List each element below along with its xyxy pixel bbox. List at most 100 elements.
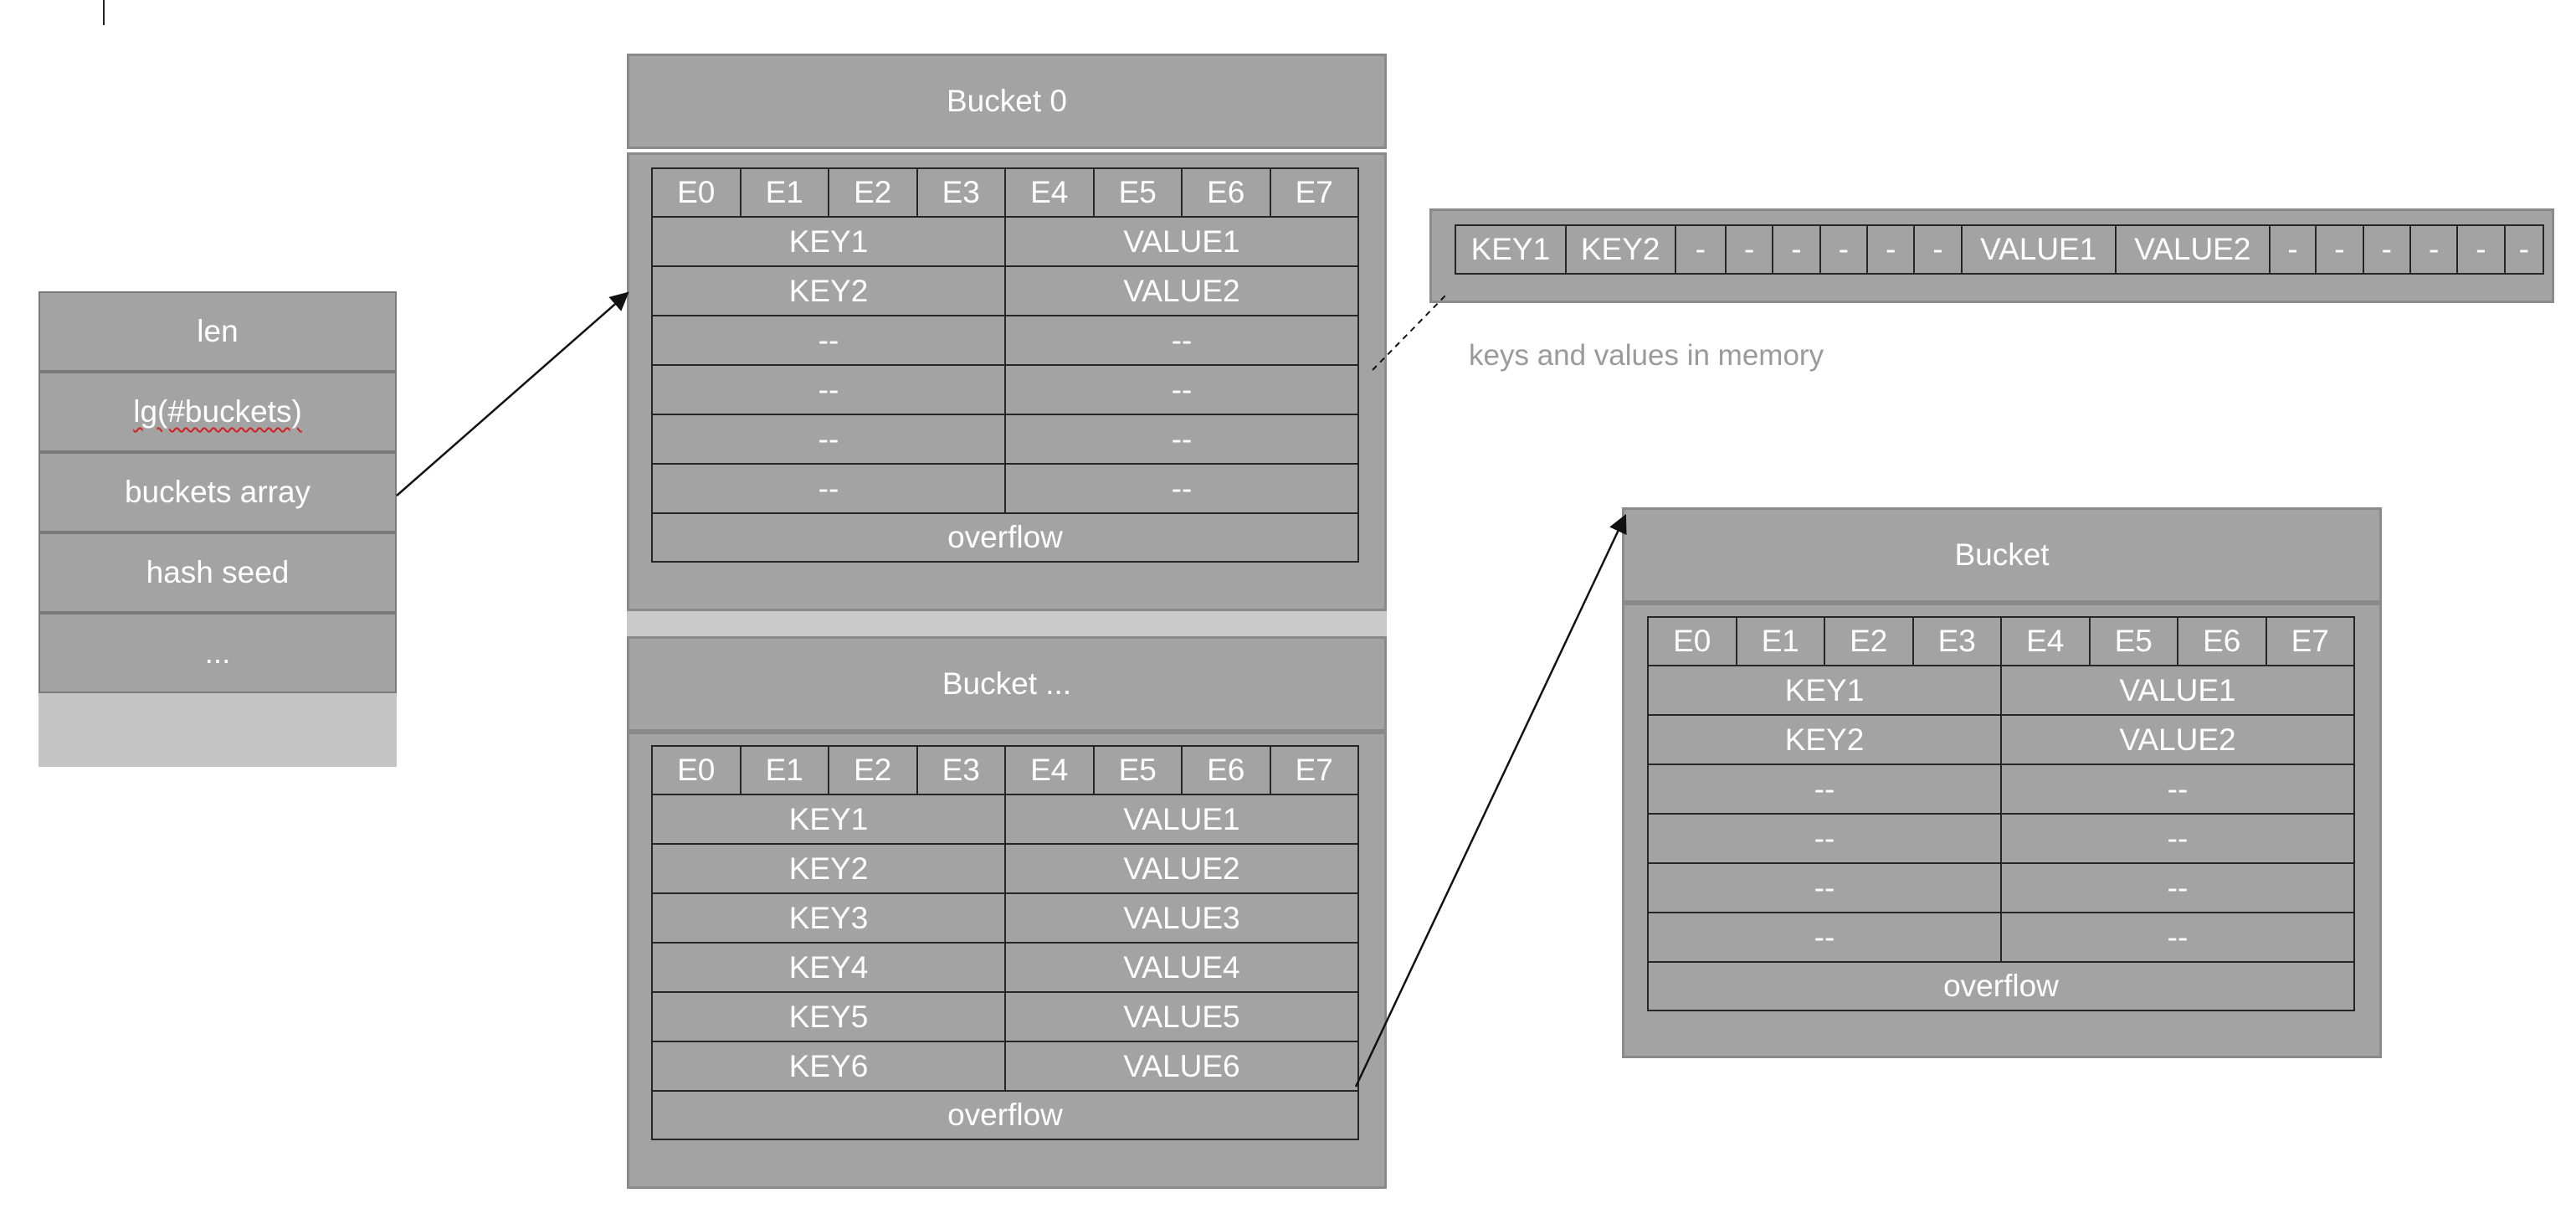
key-value-row: ---- <box>1647 912 2355 963</box>
hmap-field-lg-buckets-label: lg(#buckets) <box>133 394 302 429</box>
text-cursor <box>103 0 105 25</box>
value-cell: VALUE3 <box>1004 892 1359 944</box>
key-cell: KEY6 <box>651 1041 1006 1092</box>
key-cell: -- <box>651 414 1006 465</box>
slot-header-cell: E7 <box>2265 616 2355 666</box>
bucket-gap-strip <box>627 611 1387 636</box>
key-cell: -- <box>651 315 1006 366</box>
key-cell: -- <box>651 364 1006 415</box>
memory-cell: - <box>2315 224 2364 275</box>
slot-header-cell: E3 <box>916 167 1006 218</box>
bucket0-title: Bucket 0 <box>627 54 1387 149</box>
value-cell: VALUE2 <box>1004 843 1359 894</box>
memory-cell: VALUE2 <box>2114 224 2271 275</box>
overflow-pointer-arrow <box>1354 513 1627 1088</box>
slot-header-cell: E5 <box>1092 167 1183 218</box>
slot-header-cell: E0 <box>651 745 741 795</box>
slot-header-cell: E3 <box>1911 616 2002 666</box>
slot-header-cell: E4 <box>2000 616 2091 666</box>
memory-cell: - <box>1819 224 1868 275</box>
value-cell: VALUE5 <box>1004 991 1359 1042</box>
value-cell: VALUE2 <box>2000 714 2355 765</box>
slot-header-cell: E7 <box>1269 167 1359 218</box>
key-cell: KEY4 <box>651 942 1006 993</box>
slot-header-cell: E2 <box>828 745 918 795</box>
value-cell: -- <box>2000 813 2355 864</box>
value-cell: -- <box>1004 364 1359 415</box>
memory-cell: - <box>2456 224 2506 275</box>
value-cell: VALUE1 <box>1004 794 1359 845</box>
overflow-pointer-cell: overflow <box>1647 961 2355 1011</box>
slot-header-cell: E0 <box>651 167 741 218</box>
memory-cell: - <box>2268 224 2317 275</box>
memory-cell: KEY1 <box>1455 224 1567 275</box>
key-value-row: ---- <box>651 463 1359 514</box>
key-cell: KEY1 <box>651 794 1006 845</box>
overflow-bucket-title: Bucket <box>1622 507 2382 603</box>
hmap-field-hash-seed: hash seed <box>38 532 397 613</box>
slot-header-cell: E1 <box>1735 616 1825 666</box>
key-value-row: ---- <box>1647 862 2355 913</box>
hmap-field-buckets-array: buckets array <box>38 452 397 532</box>
key-value-row: ---- <box>651 364 1359 415</box>
slot-header-cell: E7 <box>1269 745 1359 795</box>
memory-cell: - <box>1865 224 1916 275</box>
hmap-padding <box>38 693 397 767</box>
overflow-pointer-cell: overflow <box>651 512 1359 563</box>
memory-cell: - <box>1674 224 1727 275</box>
key-value-row: ---- <box>651 414 1359 465</box>
key-cell: -- <box>1647 813 2002 864</box>
memory-cell: KEY2 <box>1564 224 1676 275</box>
overflow-pointer-cell: overflow <box>651 1090 1359 1140</box>
value-cell: -- <box>1004 315 1359 366</box>
hmap-field-ellipsis: ... <box>38 613 397 693</box>
key-value-row: ---- <box>651 315 1359 366</box>
value-cell: VALUE4 <box>1004 942 1359 993</box>
key-value-row: ---- <box>1647 764 2355 815</box>
slot-header-cell: E4 <box>1004 745 1095 795</box>
slot-header-cell: E3 <box>916 745 1006 795</box>
value-cell: -- <box>2000 764 2355 815</box>
memory-cell: - <box>2362 224 2411 275</box>
key-cell: KEY1 <box>1647 665 2002 716</box>
key-cell: KEY2 <box>651 843 1006 894</box>
memory-cell: - <box>1913 224 1963 275</box>
slot-header-cell: E4 <box>1004 167 1095 218</box>
slot-header-cell: E1 <box>739 745 829 795</box>
key-cell: -- <box>1647 862 2002 913</box>
overflow-row: overflow <box>1647 961 2355 1011</box>
key-cell: -- <box>651 463 1006 514</box>
memory-caption: keys and values in memory <box>1469 339 1824 372</box>
value-cell: VALUE1 <box>2000 665 2355 716</box>
slot-header-cell: E6 <box>1181 167 1271 218</box>
key-cell: -- <box>1647 764 2002 815</box>
slot-header-cell: E5 <box>2088 616 2178 666</box>
value-cell: VALUE6 <box>1004 1041 1359 1092</box>
value-cell: -- <box>1004 463 1359 514</box>
memory-cell: - <box>2503 224 2545 275</box>
slot-header-cell: E2 <box>828 167 918 218</box>
slot-header-cell: E2 <box>1824 616 1914 666</box>
memory-cell: - <box>1772 224 1821 275</box>
memory-cell: - <box>2409 224 2459 275</box>
overflow-row: overflow <box>651 512 1359 563</box>
slot-header-cell: E0 <box>1647 616 1737 666</box>
value-cell: VALUE1 <box>1004 216 1359 267</box>
memory-cell: VALUE1 <box>1960 224 2117 275</box>
value-cell: -- <box>1004 414 1359 465</box>
slot-header-cell: E1 <box>739 167 829 218</box>
memory-layout-dashed-link <box>1372 292 1449 371</box>
key-cell: KEY2 <box>1647 714 2002 765</box>
hmap-field-len: len <box>38 291 397 372</box>
